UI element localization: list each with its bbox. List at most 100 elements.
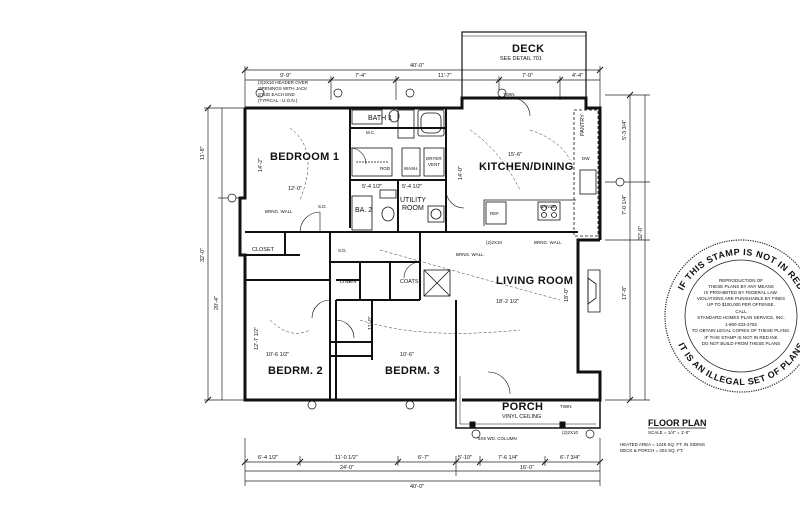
plan-text: 40'-0" bbox=[410, 484, 424, 490]
plan-text: REPRODUCTION OF bbox=[719, 278, 763, 283]
sd-note-2: S.D. bbox=[338, 248, 347, 253]
plan-text: 12'-7 1/2" bbox=[254, 327, 260, 350]
header-note-2: OPENINGS WITH JACK bbox=[258, 86, 307, 91]
mc-label: M.C. bbox=[366, 130, 376, 135]
dryer-label: DRYER bbox=[426, 156, 442, 161]
electrical-wiring bbox=[269, 127, 571, 334]
exterior-walls bbox=[238, 96, 602, 402]
plan-text: 12'-0" bbox=[288, 186, 302, 192]
plan-text: 5'-4 1/2" bbox=[402, 184, 422, 190]
living-label: LIVING ROOM bbox=[496, 275, 573, 287]
wash-label: WASH. bbox=[404, 166, 419, 171]
plan-text: 11'-0 1/2" bbox=[335, 455, 358, 461]
twin-note-1: TWIN bbox=[503, 92, 515, 97]
brng-wall-note-1: BRNG. WALL bbox=[265, 209, 293, 214]
plan-text: 24'-0" bbox=[340, 465, 354, 471]
plan-text: 7'-6 1/4" bbox=[498, 455, 518, 461]
ba2-label: BA. 2 bbox=[355, 207, 372, 214]
porch-note: VINYL CEILING bbox=[502, 414, 541, 420]
plan-text: 32'-0" bbox=[200, 248, 206, 262]
utility-label-2: ROOM bbox=[402, 205, 424, 212]
plan-text: 11'-0" bbox=[368, 316, 374, 330]
interior-walls bbox=[245, 108, 578, 400]
closet-label: CLOSET bbox=[252, 247, 275, 253]
column-note: 6X6 WD. COLUMN bbox=[478, 436, 517, 441]
plan-text: 14'-0" bbox=[458, 166, 464, 180]
construction-notes: (2)2X10 HEADER OVER OPENINGS WITH JACK S… bbox=[258, 80, 579, 441]
plan-text: 16'-0" bbox=[520, 465, 534, 471]
plan-text: 40'-0" bbox=[410, 63, 424, 69]
linen-label: LINEN bbox=[340, 279, 356, 285]
plan-text: 6'-4 1/2" bbox=[258, 455, 278, 461]
plan-text: 7'-0" bbox=[522, 73, 533, 79]
plan-text: 32'-0" bbox=[638, 226, 644, 240]
plan-text: 18'-0" bbox=[564, 288, 570, 302]
sd-note-1: S.D. bbox=[318, 204, 327, 209]
plan-text: 10'-6" bbox=[400, 352, 414, 358]
plan-text: 18'-2 1/2" bbox=[496, 299, 519, 305]
header-2x10-porch: (2)2X10 bbox=[562, 430, 579, 435]
plan-text: 14'-2" bbox=[258, 158, 264, 172]
plan-text: STANDARD HOMES PLAN SERVICE, INC. bbox=[697, 315, 785, 320]
plan-text: VIOLATIONS ARE PUNISHABLE BY FINES bbox=[697, 296, 785, 301]
plan-text: 4'-4" bbox=[572, 73, 583, 79]
kitchen-label: KITCHEN/DINING bbox=[479, 161, 574, 173]
plan-text: THESE PLANS BY ANY MEANS bbox=[708, 284, 774, 289]
plan-text: 10'-6 1/2" bbox=[266, 352, 289, 358]
plan-text: 5'-4 1/2" bbox=[362, 184, 382, 190]
plan-text: 11'-8" bbox=[200, 146, 206, 160]
bedrm3-label: BEDRM. 3 bbox=[385, 365, 440, 377]
bath1-label: BATH 1 bbox=[368, 115, 392, 122]
coats-label: COATS bbox=[400, 279, 419, 285]
dimension-text: 9'-9" 7'-4" 11'-7" 7'-0" 4'-4" 40'-0" 6'… bbox=[200, 63, 644, 490]
plan-legend: FLOOR PLAN SCALE = 1/4" = 1'-0" HEATED A… bbox=[620, 418, 707, 453]
plan-text: TO OBTAIN LEGAL COPIES OF THESE PLANS. bbox=[692, 328, 791, 333]
plan-text: 6'-7 3/4" bbox=[560, 455, 580, 461]
fixtures bbox=[351, 109, 601, 313]
plan-text: 15'-6" bbox=[508, 152, 522, 158]
plan-text: 5'-3 3/4" bbox=[622, 120, 628, 140]
legend-title: FLOOR PLAN bbox=[648, 418, 707, 428]
rod-note: ROD bbox=[380, 166, 391, 171]
deck bbox=[461, 31, 587, 99]
bedrm2-label: BEDRM. 2 bbox=[268, 365, 323, 377]
plan-text: 7'-0 1/4" bbox=[622, 195, 628, 215]
plan-text: IF THIS STAMP IS NOT IN RED INK bbox=[704, 335, 777, 340]
plan-text: 5'-10" bbox=[458, 455, 472, 461]
plan-text: 1-800-333-2782 bbox=[725, 322, 758, 327]
vent-label: VENT bbox=[428, 162, 440, 167]
plan-text: 17'-8" bbox=[622, 286, 628, 300]
range-label: RANGE bbox=[540, 204, 556, 209]
header-note-1: (2)2X10 HEADER OVER bbox=[258, 80, 309, 85]
legend-scale: SCALE = 1/4" = 1'-0" bbox=[648, 430, 690, 435]
ref-label: REF. bbox=[490, 211, 500, 216]
door-swings bbox=[299, 97, 531, 395]
brng-wall-note-2: BRNG. WALL bbox=[534, 240, 562, 245]
deck-note: SEE DETAIL 701 bbox=[500, 56, 542, 62]
dw-label: DW bbox=[582, 156, 590, 161]
legend-deck-porch: DECK & PORCH = 204 SQ. FT. bbox=[620, 448, 683, 453]
copyright-stamp: IF THIS STAMP IS NOT IN RED IT IS AN ILL… bbox=[664, 239, 800, 393]
room-labels: DECK SEE DETAIL 701 BATH 1 BEDROOM 1 KIT… bbox=[252, 43, 590, 420]
header-note-3: STUD EACH END bbox=[258, 92, 296, 97]
plan-text: 6'-7" bbox=[418, 455, 429, 461]
plan-text: UP TO $100,000 PER OFFENSE. bbox=[707, 302, 775, 307]
plan-text: 20'-4" bbox=[214, 296, 220, 310]
deck-label: DECK bbox=[512, 43, 544, 55]
plan-text: 11'-7" bbox=[438, 73, 452, 79]
bedroom1-label: BEDROOM 1 bbox=[270, 151, 339, 163]
header-2x10-note: (2)2X10 bbox=[486, 240, 503, 245]
brng-wall-note-3: BRNG. WALL bbox=[456, 252, 484, 257]
plan-text: 9'-9" bbox=[280, 73, 291, 79]
pantry-label: PANTRY bbox=[580, 114, 586, 136]
plan-text: DO NOT BUILD FROM THESE PLANS bbox=[702, 341, 781, 346]
utility-label: UTILITY bbox=[400, 197, 426, 204]
header-note-4: (TYPICAL - U.O.N.) bbox=[258, 98, 298, 103]
plan-text: CALL bbox=[735, 309, 747, 314]
grid-markers bbox=[227, 88, 625, 439]
plan-text: 7'-4" bbox=[355, 73, 366, 79]
plan-text: IS PROHIBITED BY FEDERAL LAW. bbox=[704, 290, 778, 295]
twin-note-2: TWIN bbox=[560, 404, 572, 409]
porch-label: PORCH bbox=[502, 401, 543, 413]
